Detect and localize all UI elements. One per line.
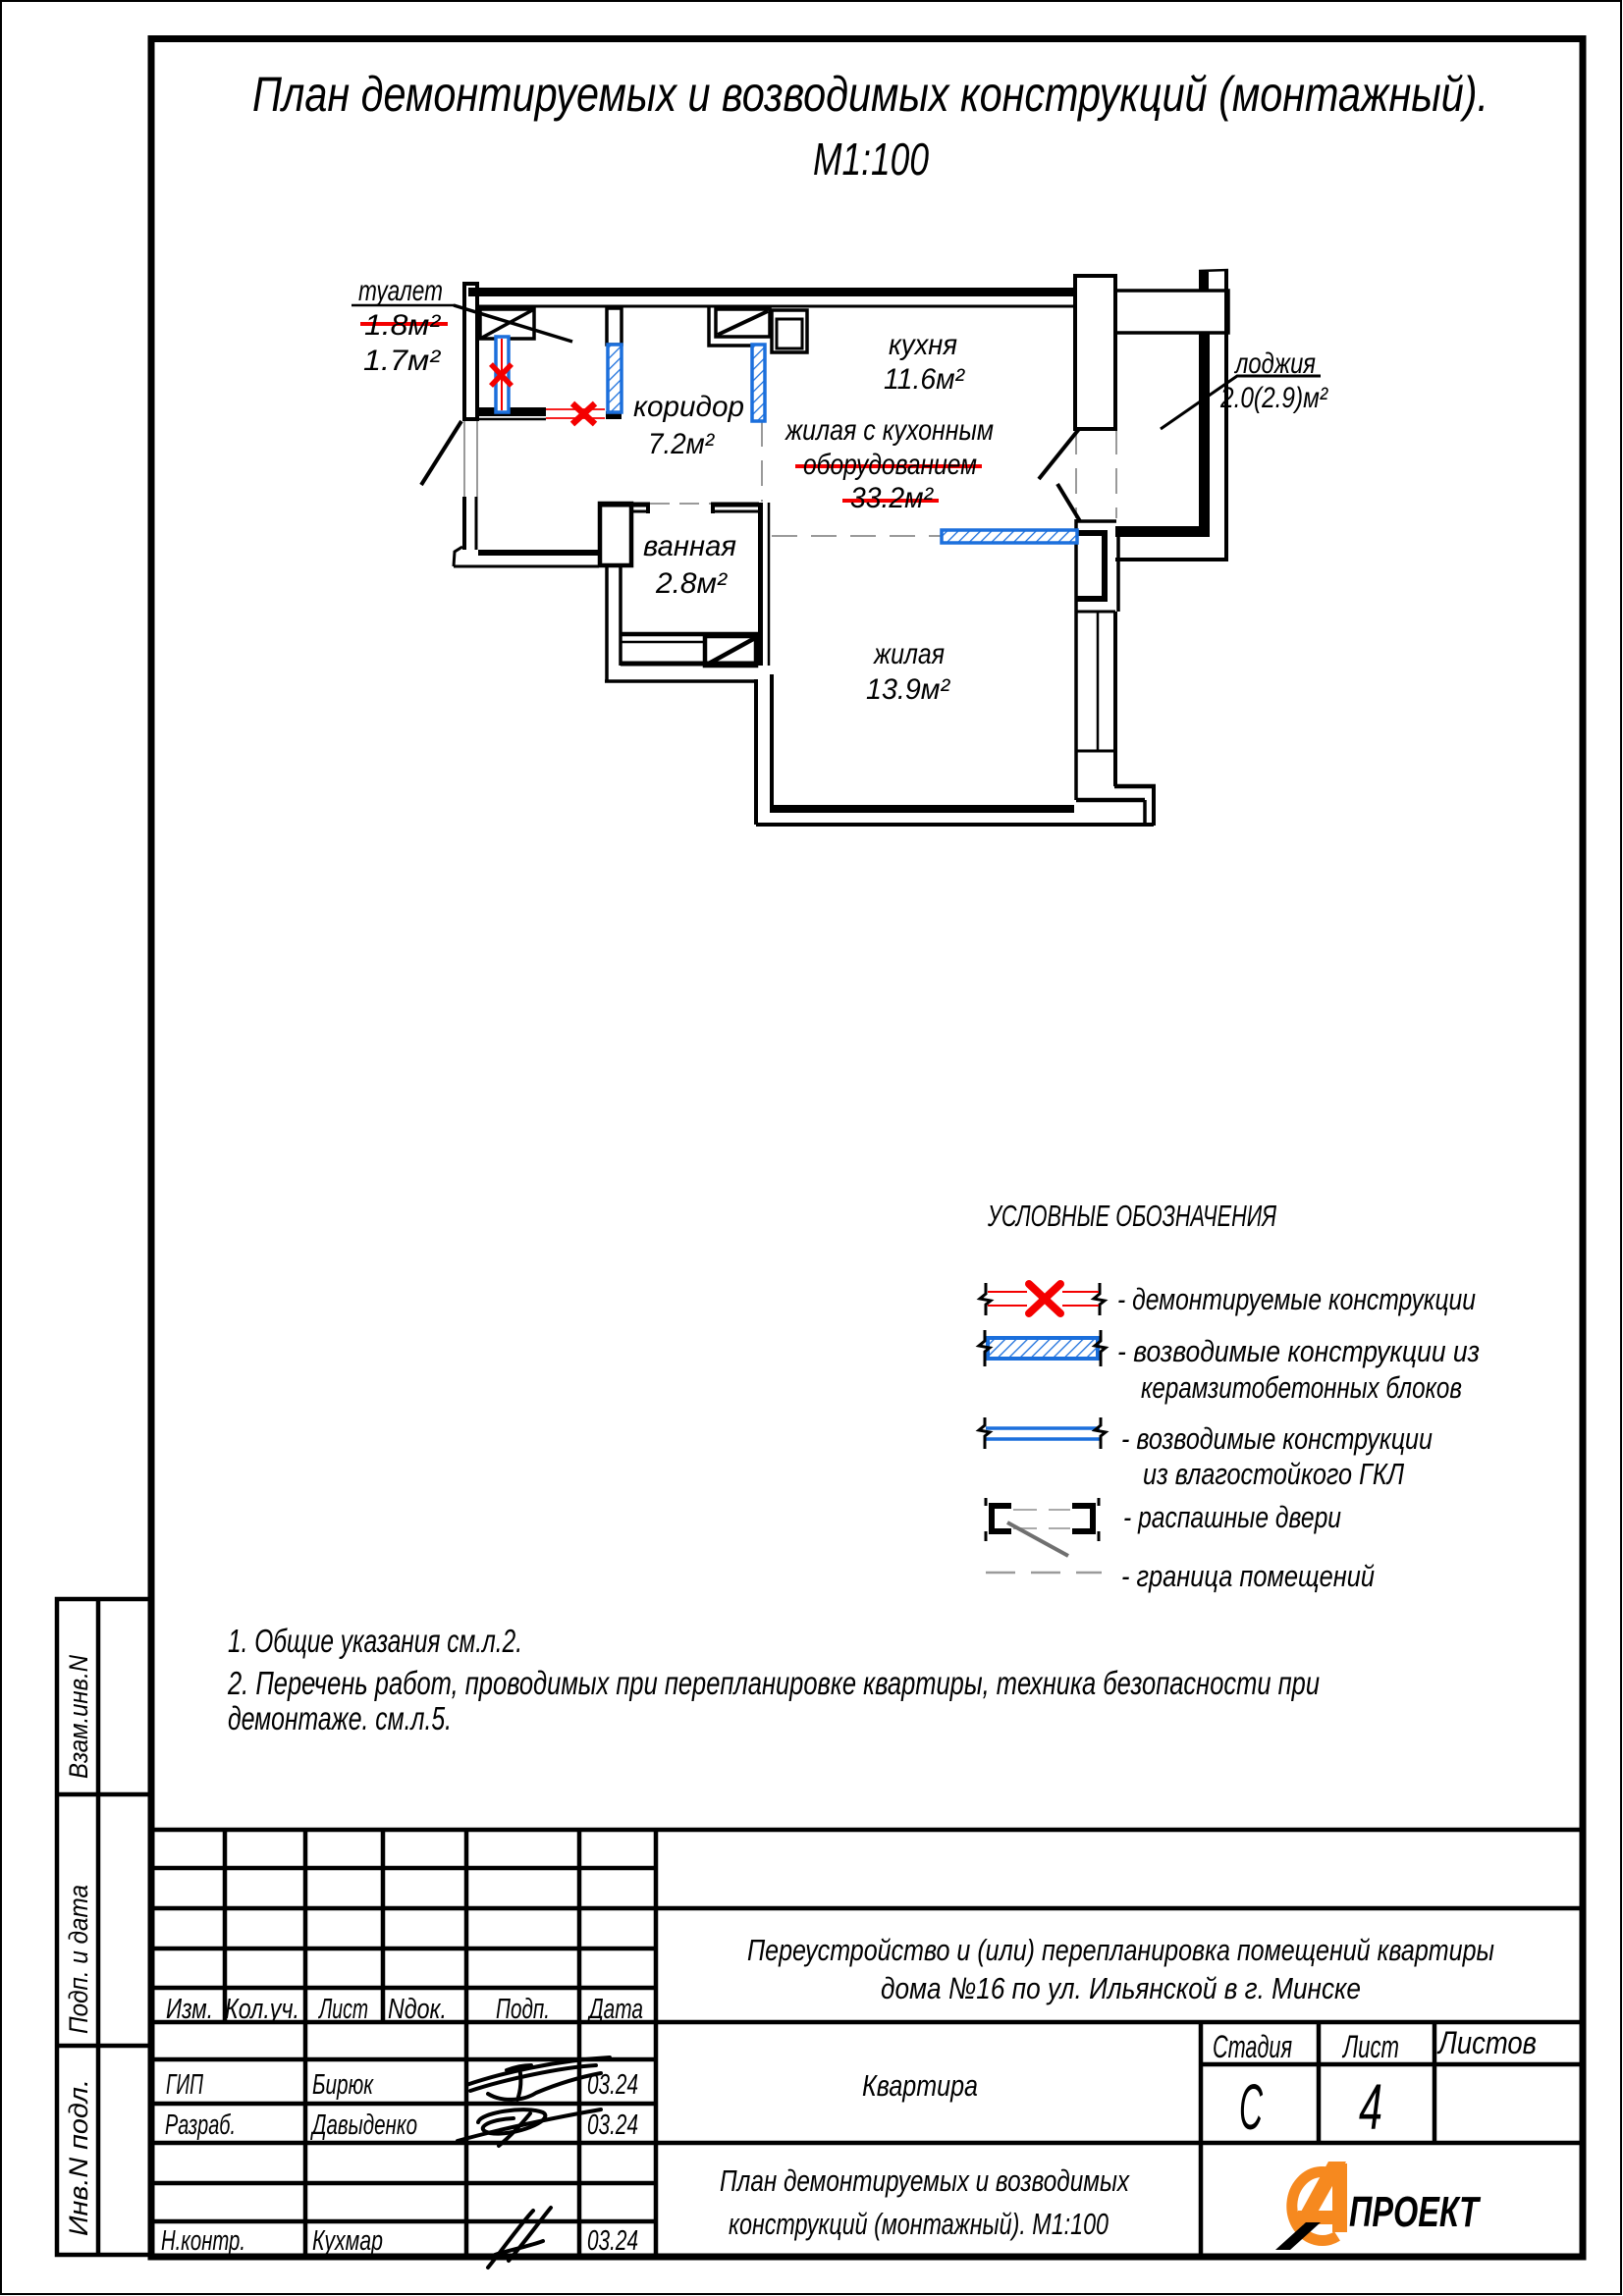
svg-text:Листов: Листов — [1436, 2025, 1537, 2060]
svg-text:Лист: Лист — [318, 1994, 368, 2025]
svg-text:Давыденко: Давыденко — [310, 2109, 417, 2141]
svg-text:1.8м²: 1.8м² — [364, 309, 441, 342]
svg-text:Н.контр.: Н.контр. — [161, 2225, 245, 2257]
svg-text:Бирюк: Бирюк — [312, 2069, 374, 2101]
svg-text:План демонтируемых и возводимы: План демонтируемых и возводимых — [720, 2163, 1130, 2198]
svg-text:Переустройство и (или) перепла: Переустройство и (или) перепланировка по… — [747, 1933, 1494, 1967]
svg-text:Стадия: Стадия — [1213, 2029, 1292, 2064]
svg-text:жилая с кухонным: жилая с кухонным — [784, 414, 994, 447]
svg-text:туалет: туалет — [358, 275, 443, 307]
svg-text:Лист: Лист — [1342, 2029, 1399, 2064]
svg-text:Кухмар: Кухмар — [312, 2225, 383, 2257]
svg-text:оборудованием: оборудованием — [803, 449, 977, 481]
svg-text:Квартира: Квартира — [862, 2068, 978, 2103]
svg-text:План демонтируемых и возвод: План демонтируемых и возводимых конструк… — [252, 67, 1488, 122]
svg-text:коридор: коридор — [633, 391, 744, 423]
svg-text:13.9м²: 13.9м² — [866, 673, 950, 706]
svg-text:- распашные двери: - распашные двери — [1123, 1500, 1341, 1534]
svg-text:03.24: 03.24 — [587, 2109, 638, 2141]
svg-text:Изм.: Изм. — [166, 1994, 213, 2025]
svg-text:Nдок.: Nдок. — [388, 1994, 447, 2025]
svg-text:Дата: Дата — [587, 1994, 643, 2025]
svg-text:С: С — [1239, 2070, 1264, 2143]
svg-text:Кол.уч.: Кол.уч. — [225, 1994, 299, 2025]
svg-text:- граница помещений: - граница помещений — [1121, 1559, 1375, 1593]
svg-text:М1:100: М1:100 — [813, 133, 929, 185]
svg-text:дома №16 по ул. Ильянской в г.: дома №16 по ул. Ильянской в г. Минске — [881, 1971, 1361, 2005]
svg-text:ГИП: ГИП — [166, 2069, 204, 2101]
svg-text:03.24: 03.24 — [587, 2225, 638, 2257]
svg-text:11.6м²: 11.6м² — [884, 363, 965, 396]
svg-text:4: 4 — [1359, 2070, 1382, 2143]
svg-text:керамзитобетонных блоков: керамзитобетонных блоков — [1141, 1370, 1462, 1405]
svg-text:Взам.инв.N: Взам.инв.N — [64, 1655, 93, 1779]
svg-text:Инв.N подл.: Инв.N подл. — [64, 2079, 93, 2236]
svg-text:33.2м²: 33.2м² — [850, 482, 934, 514]
svg-text:из влагостойкого ГКЛ: из влагостойкого ГКЛ — [1143, 1457, 1405, 1491]
svg-text:ПРОЕКТ: ПРОЕКТ — [1349, 2188, 1481, 2236]
svg-text:Подп.: Подп. — [496, 1994, 550, 2025]
svg-text:2.0(2.9)м²: 2.0(2.9)м² — [1219, 382, 1328, 414]
svg-text:7.2м²: 7.2м² — [648, 428, 715, 460]
svg-text:2. Перечень работ, проводимых: 2. Перечень работ, проводимых при перепл… — [227, 1665, 1320, 1701]
svg-text:Разраб.: Разраб. — [165, 2109, 236, 2141]
svg-text:ванная: ванная — [643, 530, 736, 562]
svg-text:жилая: жилая — [872, 638, 945, 670]
svg-text:конструкций (монтажный). М1:10: конструкций (монтажный). М1:100 — [729, 2207, 1109, 2241]
svg-text:демонтаже. см.л.5.: демонтаже. см.л.5. — [228, 1700, 452, 1736]
svg-text:- возводимые конструкции из: - возводимые конструкции из — [1117, 1334, 1480, 1368]
svg-text:кухня: кухня — [889, 329, 957, 361]
svg-text:2.8м²: 2.8м² — [655, 567, 728, 600]
svg-text:- демонтируемые конструкции: - демонтируемые конструкции — [1117, 1282, 1476, 1316]
svg-text:- возводимые конструкции: - возводимые конструкции — [1121, 1421, 1433, 1456]
svg-text:1. Общие указания см.л.2.: 1. Общие указания см.л.2. — [228, 1623, 522, 1659]
svg-text:лоджия: лоджия — [1233, 347, 1316, 380]
svg-text:УСЛОВНЫЕ ОБОЗНАЧЕНИЯ: УСЛОВНЫЕ ОБОЗНАЧЕНИЯ — [987, 1199, 1276, 1233]
svg-text:1.7м²: 1.7м² — [363, 345, 441, 377]
svg-text:Подп. и дата: Подп. и дата — [64, 1885, 93, 2034]
